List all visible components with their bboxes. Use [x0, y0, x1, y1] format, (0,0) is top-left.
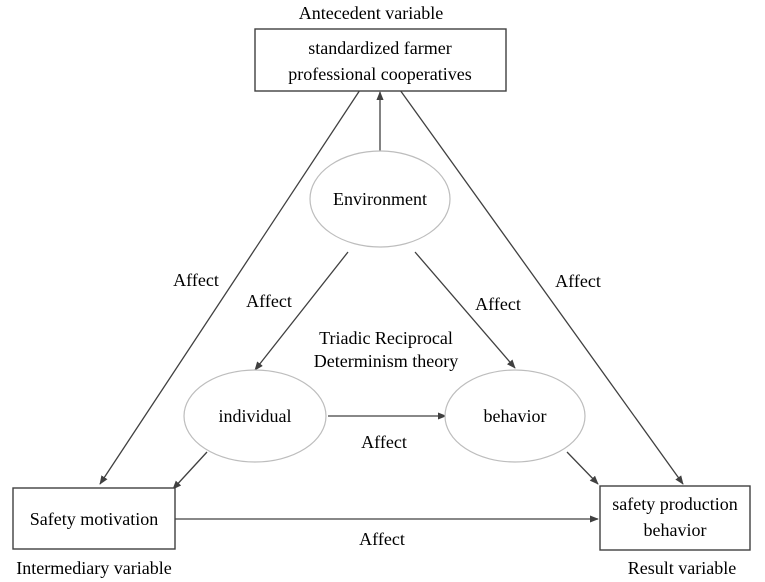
behavior-label: behavior	[484, 406, 547, 426]
environment-label: Environment	[333, 189, 427, 209]
motivation-box	[12, 487, 176, 550]
cooperatives-label-line1: standardized farmer	[308, 38, 451, 58]
edge-coop-to-motivation	[99, 89, 361, 485]
affect-label-right-outer: Affect	[555, 271, 601, 291]
edge-env-to-individual	[254, 251, 349, 371]
antecedent-variable-label: Antecedent variable	[299, 3, 443, 23]
affect-label-left-outer: Affect	[173, 270, 219, 290]
intermediary-variable-label: Intermediary variable	[16, 558, 171, 578]
production-box	[599, 485, 751, 551]
result-variable-label: Result variable	[628, 558, 736, 578]
edge-behavior-to-production	[566, 451, 599, 485]
affect-label-env-behavior: Affect	[475, 294, 521, 314]
theory-label-line2: Determinism theory	[314, 351, 458, 371]
motivation-label: Safety motivation	[30, 509, 158, 529]
theory-label-line1: Triadic Reciprocal	[319, 328, 453, 348]
cooperatives-label-line2: professional cooperatives	[288, 64, 471, 84]
edge-coop-to-production	[399, 89, 684, 485]
affect-label-env-individual: Affect	[246, 291, 292, 311]
individual-label: individual	[219, 406, 292, 426]
affect-label-motivation-production: Affect	[359, 529, 405, 549]
edge-env-to-behavior	[414, 251, 516, 369]
behavior-ellipse	[444, 369, 586, 463]
production-label-line1: safety production	[612, 494, 737, 514]
production-label-line2: behavior	[644, 520, 707, 540]
environment-ellipse	[309, 150, 451, 248]
individual-ellipse	[183, 369, 327, 463]
cooperatives-box	[254, 28, 507, 92]
edge-individual-to-motivation	[172, 451, 208, 490]
affect-label-individual-behavior: Affect	[361, 432, 407, 452]
